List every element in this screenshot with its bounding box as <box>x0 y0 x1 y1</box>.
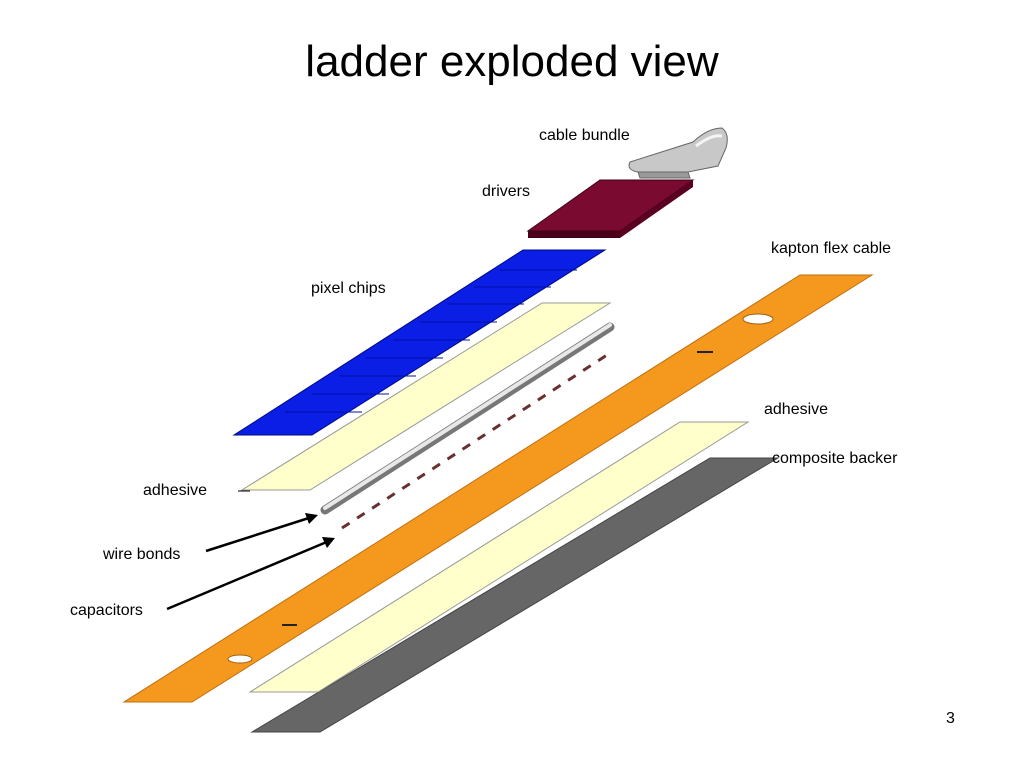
kapton-flex-cable <box>122 274 874 703</box>
kapton-hole-lower <box>227 654 253 664</box>
label-composite-backer: composite backer <box>772 450 898 467</box>
label-cable-bundle: cable bundle <box>539 127 630 144</box>
composite-backer-layer <box>250 457 780 733</box>
cable-bundle-body <box>628 127 728 173</box>
pixel-chips-layer <box>232 249 607 436</box>
label-kapton-flex-cable: kapton flex cable <box>771 240 892 257</box>
pixel-chips-plate <box>232 249 607 436</box>
page-number: 3 <box>946 710 955 727</box>
capacitors-arrowhead <box>322 537 335 548</box>
capacitors-arrow-line <box>166 539 330 611</box>
cable-bundle <box>628 127 728 179</box>
kapton-hole-upper <box>742 313 774 325</box>
arrows <box>166 490 335 611</box>
drivers-block <box>526 179 695 238</box>
wire-bonds-arrow-line <box>205 515 313 553</box>
cable-bundle-highlight <box>695 134 723 148</box>
label-wire-bonds: wire bonds <box>103 546 181 563</box>
adhesive-layer-upper <box>240 302 612 491</box>
drivers-end-face <box>620 180 693 238</box>
drivers-top-face <box>526 179 695 232</box>
label-drivers: drivers <box>482 183 531 200</box>
page-title: ladder exploded view <box>305 37 719 86</box>
label-capacitors: capacitors <box>70 602 143 619</box>
label-adhesive-left: adhesive <box>143 482 208 499</box>
wire-bonds-arrowhead <box>305 513 318 524</box>
drivers-side-face <box>528 231 620 238</box>
label-pixel-chips: pixel chips <box>311 280 386 297</box>
label-adhesive-right: adhesive <box>764 401 829 418</box>
adhesive-layer-lower <box>248 421 750 693</box>
cable-bundle-face <box>637 171 691 179</box>
wire-bonds-rod-highlight <box>323 323 612 510</box>
